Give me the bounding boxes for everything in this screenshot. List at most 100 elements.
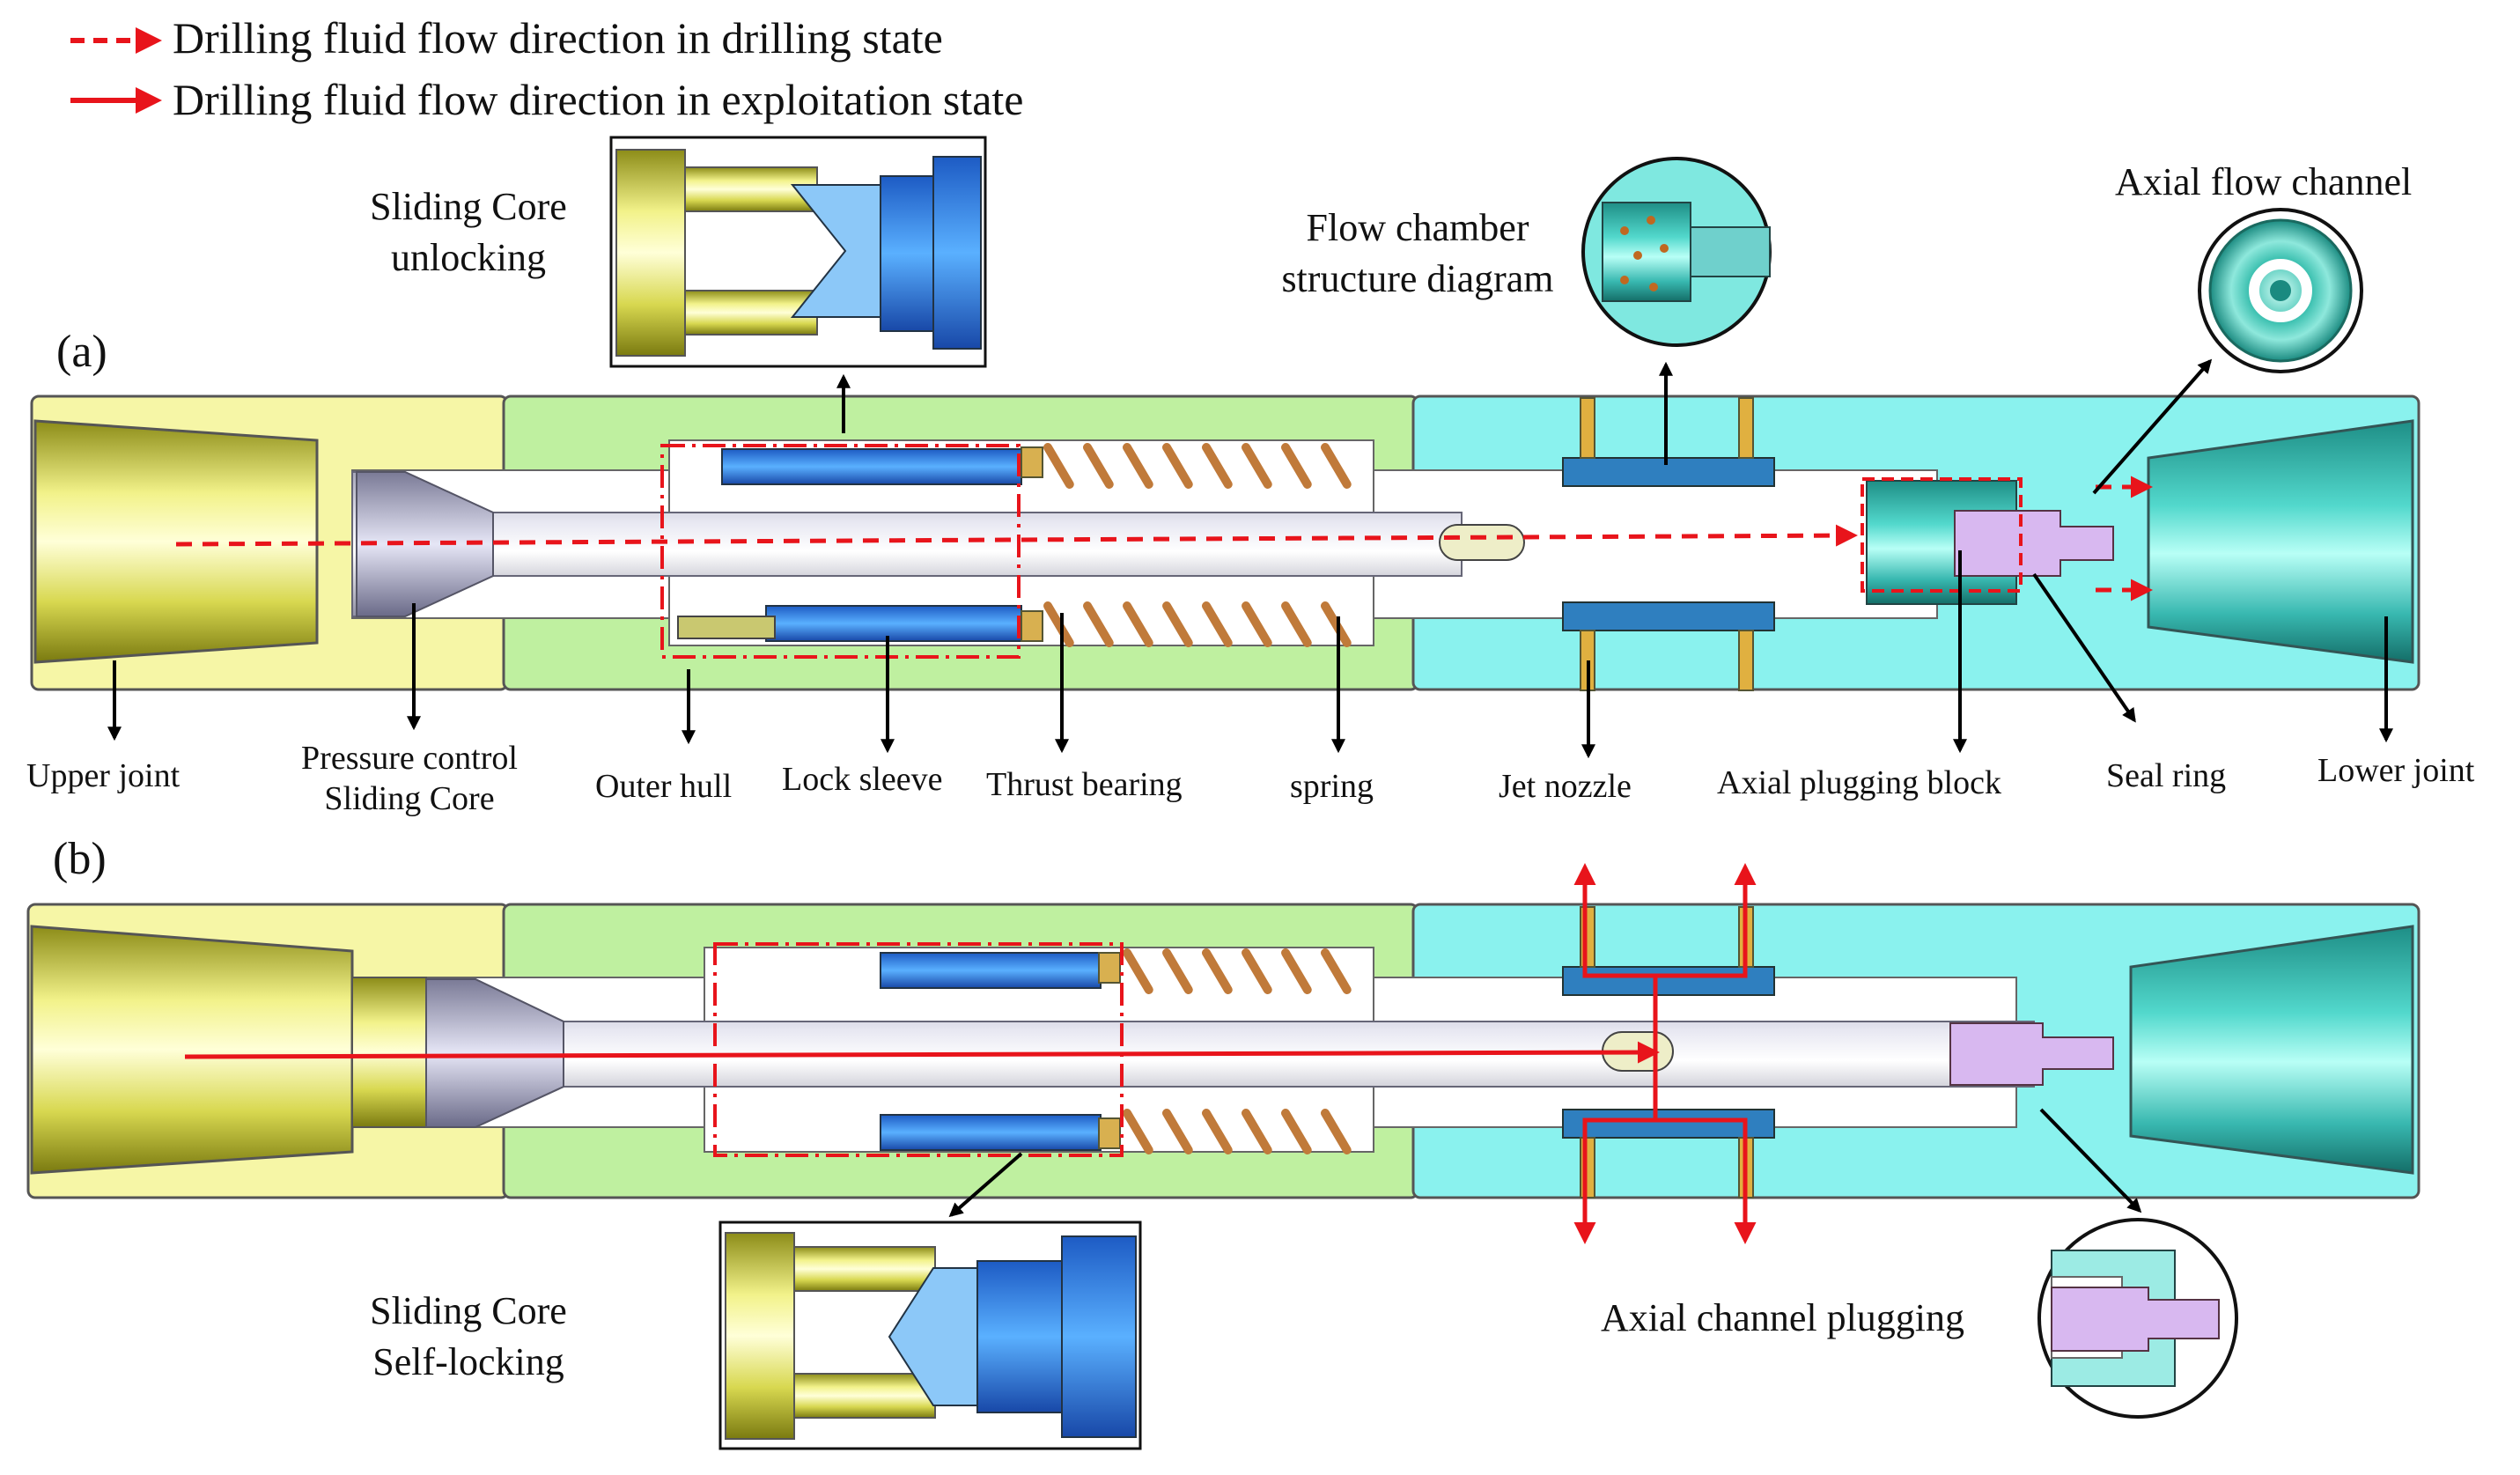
label-spring: spring [1290, 768, 1374, 805]
flow-drilling-main-a [175, 524, 1858, 547]
spring-coil [1281, 443, 1312, 489]
spring-coil [1202, 601, 1233, 647]
spring-coil [1162, 1109, 1193, 1154]
label-pressure-core: Pressure control Sliding Core [273, 738, 546, 819]
label-upper-joint: Upper joint [26, 757, 181, 794]
tool-panel-b [26, 863, 2421, 1244]
spring-coil [1202, 1109, 1233, 1154]
lock-sleeve-upper-b [880, 952, 1102, 989]
spring-coil [1162, 601, 1193, 647]
inset-axial-plugging-circle [2037, 1218, 2238, 1419]
upper-joint-collar-b [351, 977, 427, 1128]
callout-unlocking-line1: Sliding Core [370, 185, 567, 228]
flow-exploitation-main-b [184, 1041, 1660, 1064]
latch-yellow-a [677, 616, 776, 639]
flow-chamber-upper-b [1562, 966, 1775, 996]
tool-panel-a [30, 395, 2421, 691]
callout-axial-flow: Axial flow channel [2115, 160, 2413, 203]
label-axial-plugging-block: Axial plugging block [1717, 764, 2001, 801]
callout-self-locking-line1: Sliding Core [370, 1289, 567, 1332]
detail-box-sliding-core-a [660, 444, 1021, 659]
lock-sleeve-lower-a [765, 605, 1022, 642]
spring-coil [1162, 443, 1193, 489]
thrust-bearing-upper-b [1098, 952, 1121, 984]
sliding-core-cone-b [425, 978, 564, 1128]
flow-chamber-upper-a [1562, 457, 1775, 487]
spring-coil [1083, 443, 1114, 489]
spring-coil [1281, 948, 1312, 994]
spring-coil [1281, 1109, 1312, 1154]
thrust-bearing-lower-a [1021, 610, 1043, 642]
spring-coil [1242, 443, 1272, 489]
label-jet-nozzle: Jet nozzle [1499, 768, 1632, 805]
thrust-bearing-upper-a [1021, 446, 1043, 478]
leader-lines [107, 358, 2393, 1218]
spring-coils-b [1123, 948, 1352, 1154]
spring-coil [1123, 601, 1153, 647]
jet-nozzle-top-left-b [1580, 906, 1595, 968]
inset-flow-chamber-circle [1581, 157, 1772, 347]
spring-coil [1321, 1109, 1352, 1154]
thrust-bearing-lower-b [1098, 1117, 1121, 1149]
label-lower-joint: Lower joint [2317, 752, 2475, 789]
flow-exploitation-branch-b3 [1573, 1052, 1658, 1244]
detail-box-axial-a [1861, 477, 2023, 593]
spring-coil [1281, 601, 1312, 647]
lock-sleeve-upper-a [721, 448, 1022, 485]
spring-coil [1321, 948, 1352, 994]
upper-joint-cone-a [33, 419, 319, 664]
spring-coil [1123, 948, 1153, 994]
spring-coil [1123, 1109, 1153, 1154]
inset-axial-flow-circle [2198, 208, 2363, 373]
spring-coil [1043, 601, 1074, 647]
callout-self-locking: Sliding Core Self-locking [345, 1286, 592, 1388]
jet-nozzle-bot-right-a [1738, 630, 1754, 691]
detail-box-sliding-core-b [713, 942, 1124, 1157]
jet-nozzle-top-left-a [1580, 397, 1595, 459]
flow-slot-a [1439, 524, 1525, 561]
spring-coil [1202, 443, 1233, 489]
spring-coil [1202, 948, 1233, 994]
jet-nozzle-bot-left-b [1580, 1137, 1595, 1198]
flow-exploitation-branch-b4 [1655, 1117, 1757, 1244]
axial-plugging-block-b [1949, 1022, 2114, 1086]
axial-plugging-block-a [1954, 510, 2114, 577]
spring-coil [1242, 948, 1272, 994]
callout-flow-chamber-line1: Flow chamber [1306, 206, 1529, 249]
label-thrust-bearing: Thrust bearing [986, 766, 1183, 803]
spring-coils-a [1043, 443, 1352, 647]
spring-coil [1321, 601, 1352, 647]
lower-joint-cone-b [2129, 925, 2414, 1175]
panel-label-a: (a) [56, 327, 107, 377]
label-pressure-core-line1: Pressure control [301, 740, 518, 777]
callout-flow-chamber-line2: structure diagram [1281, 257, 1554, 300]
label-outer-hull: Outer hull [595, 768, 733, 805]
label-lock-sleeve: Lock sleeve [782, 761, 943, 798]
callout-flow-chamber: Flow chamber structure diagram [1250, 203, 1585, 305]
jet-nozzle-top-right-a [1738, 397, 1754, 459]
inset-self-locking [718, 1221, 1142, 1450]
callout-unlocking: Sliding Core unlocking [345, 181, 592, 284]
lower-joint-cone-a [2147, 419, 2414, 664]
lock-sleeve-lower-b [880, 1114, 1102, 1151]
spring-coil [1242, 1109, 1272, 1154]
inset-unlocking [609, 136, 987, 368]
callout-self-locking-line2: Self-locking [372, 1340, 564, 1383]
flow-chamber-lower-a [1562, 601, 1775, 631]
flow-chamber-lower-b [1562, 1109, 1775, 1139]
panel-label-b: (b) [53, 834, 107, 884]
flow-exploitation-branch-b [1573, 863, 1658, 1052]
upper-joint-cone-b [30, 925, 354, 1175]
spring-coil [1321, 443, 1352, 489]
spring-coil [1083, 601, 1114, 647]
callout-unlocking-line2: unlocking [391, 236, 546, 279]
flow-exploitation-branch-b2 [1655, 863, 1757, 978]
spring-coil [1043, 443, 1074, 489]
label-seal-ring: Seal ring [2106, 757, 2227, 794]
legend-drilling-label: Drilling fluid flow direction in drillin… [173, 13, 943, 63]
spring-coil [1242, 601, 1272, 647]
legend [70, 27, 162, 114]
legend-exploitation-label: Drilling fluid flow direction in exploit… [173, 75, 1024, 124]
